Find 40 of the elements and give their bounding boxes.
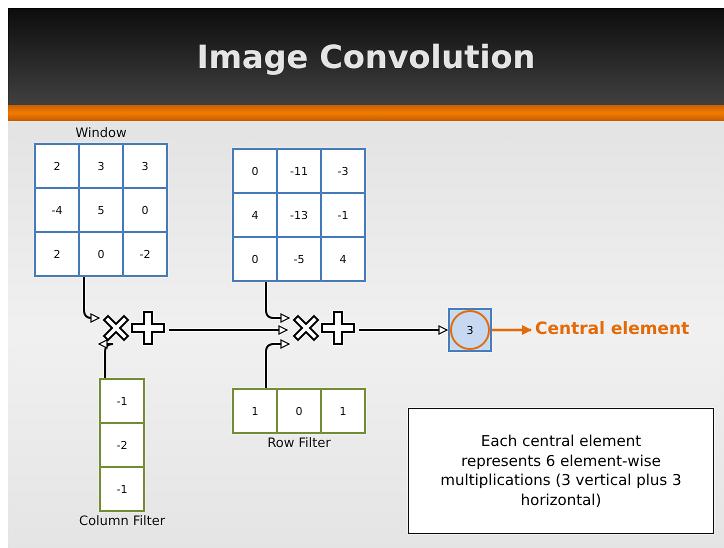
arrow	[265, 339, 290, 388]
matrix-value: 1	[234, 390, 276, 432]
matrix-value: -1	[101, 380, 144, 422]
matrix-value: 0	[234, 238, 276, 280]
matrix-value: -4	[36, 189, 78, 231]
matrix-value: 0	[278, 390, 320, 432]
arrow	[359, 325, 448, 335]
note-box: Each central element represents 6 element-wise multiplications (3 vertical plus 3 horizontal)	[408, 408, 714, 534]
grid-heading: Window	[75, 125, 127, 143]
matrix-value: 3	[80, 145, 122, 187]
result-cell: 3	[448, 308, 492, 352]
multiply-add-icon	[100, 310, 166, 346]
matrix-value: -3	[322, 150, 364, 192]
matrix-value: -1	[322, 194, 364, 236]
callout-label: Central element	[535, 319, 690, 339]
matrix-value: -11	[278, 150, 320, 192]
arrow	[169, 325, 288, 335]
arrow	[98, 339, 114, 378]
matrix-value: -5	[278, 238, 320, 280]
matrix-value: 2	[36, 233, 78, 275]
matrix-value: 2	[36, 145, 78, 187]
matrix-value: 0	[124, 189, 166, 231]
matrix-value: -2	[101, 424, 144, 466]
matrix-value: 0	[234, 150, 276, 192]
arrow	[265, 282, 290, 323]
matrix-value: 0	[80, 233, 122, 275]
multiply-add-icon	[290, 310, 356, 346]
grid-heading: Row Filter	[267, 435, 331, 453]
matrix-value: 4	[322, 238, 364, 280]
grid-heading: Column Filter	[79, 513, 166, 531]
matrix-value: 3	[124, 145, 166, 187]
matrix-value: 1	[322, 390, 364, 432]
matrix-value: -2	[124, 233, 166, 275]
matrix-value: -13	[278, 194, 320, 236]
slide-title: Image Convolution	[196, 38, 536, 76]
matrix-value: -1	[101, 468, 144, 510]
arrow	[492, 325, 532, 335]
arrow	[83, 277, 100, 323]
matrix-value: 5	[80, 189, 122, 231]
matrix-value: 4	[234, 194, 276, 236]
